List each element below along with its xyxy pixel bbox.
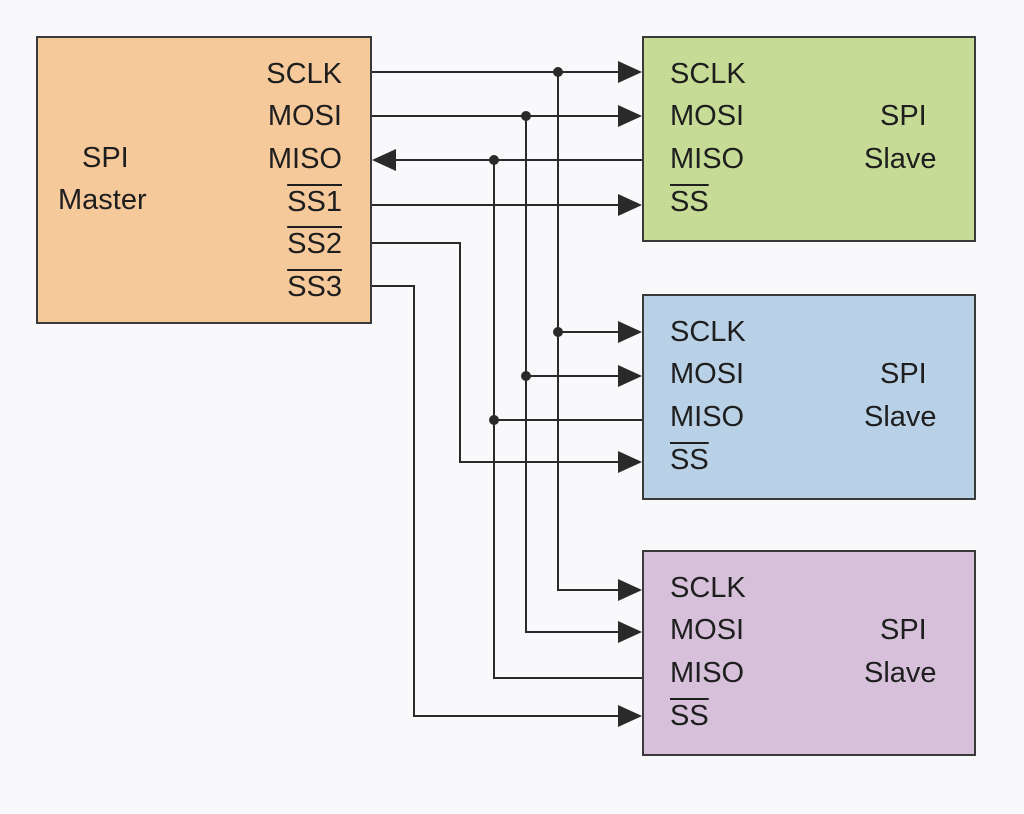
- slave1-title-line2: Slave: [864, 143, 937, 175]
- slave3-pin-miso: MISO: [670, 657, 745, 689]
- junction-dot: [521, 371, 531, 381]
- slave1-pin-miso: MISO: [670, 143, 745, 175]
- slave1-title-line1: SPI: [880, 100, 927, 132]
- junction-dot: [521, 111, 531, 121]
- junction-dot: [489, 415, 499, 425]
- miso-bus: [493, 160, 642, 679]
- slave2-pin-sclk: SCLK: [670, 316, 746, 348]
- arrowhead: [618, 61, 642, 83]
- master-pin-miso: MISO: [267, 143, 342, 175]
- slave2-title-line2: Slave: [864, 401, 937, 433]
- sclk-bus: [557, 72, 618, 591]
- master-box: SPI Master SCLK MOSI MISO SS1 SS2 SS3: [36, 36, 372, 324]
- slave3-pin-sclk: SCLK: [670, 572, 746, 604]
- ss2-wire: [372, 242, 618, 463]
- slave1-pin-ss: SS: [670, 186, 709, 218]
- arrowhead: [618, 451, 642, 473]
- ss3-wire: [372, 285, 618, 717]
- arrowhead: [372, 149, 396, 171]
- master-title-line1: SPI: [82, 142, 129, 174]
- slave3-title-line1: SPI: [880, 614, 927, 646]
- slave3-pin-mosi: MOSI: [670, 614, 745, 646]
- junction-dot: [553, 67, 563, 77]
- master-title-line2: Master: [58, 184, 147, 216]
- arrowhead: [618, 194, 642, 216]
- slave2-pin-mosi: MOSI: [670, 358, 745, 390]
- slave2-pin-miso: MISO: [670, 401, 745, 433]
- slave-box-1: SCLK MOSI MISO SS SPI Slave: [642, 36, 976, 242]
- arrowhead: [618, 579, 642, 601]
- arrowhead: [618, 705, 642, 727]
- slave-box-3: SCLK MOSI MISO SS SPI Slave: [642, 550, 976, 756]
- arrowhead: [618, 321, 642, 343]
- master-pin-ss3: SS3: [287, 271, 342, 303]
- slave-box-2: SCLK MOSI MISO SS SPI Slave: [642, 294, 976, 500]
- arrowhead: [618, 105, 642, 127]
- slave3-title-line2: Slave: [864, 657, 937, 689]
- slave2-title-line1: SPI: [880, 358, 927, 390]
- slave1-pin-sclk: SCLK: [670, 58, 746, 90]
- slave1-pin-mosi: MOSI: [670, 100, 745, 132]
- master-pin-sclk: SCLK: [266, 58, 342, 90]
- master-pin-ss1: SS1: [287, 186, 342, 218]
- junction-dot: [489, 155, 499, 165]
- master-pin-mosi: MOSI: [267, 100, 342, 132]
- slave3-pin-ss: SS: [670, 700, 709, 732]
- mosi-bus: [525, 116, 618, 633]
- arrowhead: [618, 621, 642, 643]
- slave2-pin-ss: SS: [670, 444, 709, 476]
- arrowhead: [618, 365, 642, 387]
- junction-dot: [553, 327, 563, 337]
- master-pin-ss2: SS2: [287, 228, 342, 260]
